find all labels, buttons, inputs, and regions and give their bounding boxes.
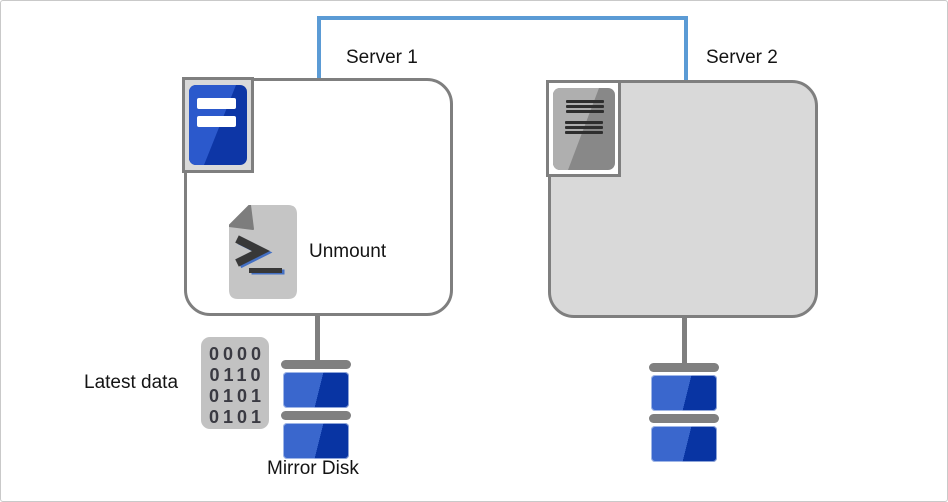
disk-volume xyxy=(651,426,717,462)
disk-platter-bar xyxy=(649,414,719,423)
disk-platter-bar xyxy=(649,363,719,372)
binary-row: 0110 xyxy=(209,365,265,385)
server2-tower-icon-frame xyxy=(546,80,621,177)
server2-mirror-disk-icon xyxy=(649,363,719,462)
script-file-icon xyxy=(228,204,297,299)
disk-volume xyxy=(651,375,717,411)
disk-volume xyxy=(283,423,349,459)
binary-row: 0101 xyxy=(208,407,266,427)
server2-tower-icon xyxy=(552,87,615,170)
disk-volume xyxy=(283,372,349,408)
server1-icon-frame xyxy=(182,77,254,173)
server1-mirror-disk-icon xyxy=(281,360,351,459)
interconnect-line-horizontal xyxy=(317,16,688,20)
binary-row: 0101 xyxy=(208,386,266,406)
latest-data-label: Latest data xyxy=(84,372,179,393)
interconnect-line-right xyxy=(684,16,688,82)
interconnect-line-left xyxy=(317,16,321,79)
binary-row: 0000 xyxy=(208,344,266,364)
server1-tower-icon xyxy=(189,85,247,165)
server2-label: Server 2 xyxy=(706,47,778,68)
disk-platter-bar xyxy=(281,411,351,420)
unmount-label: Unmount xyxy=(309,241,387,262)
server1-label: Server 1 xyxy=(346,47,418,68)
server2-disk-stem xyxy=(682,317,687,365)
binary-data-icon: 0000 0110 0101 0101 xyxy=(201,337,269,429)
disk-platter-bar xyxy=(281,360,351,369)
server1-disk-stem xyxy=(315,314,320,363)
mirror-disk-label: Mirror Disk xyxy=(267,458,359,479)
